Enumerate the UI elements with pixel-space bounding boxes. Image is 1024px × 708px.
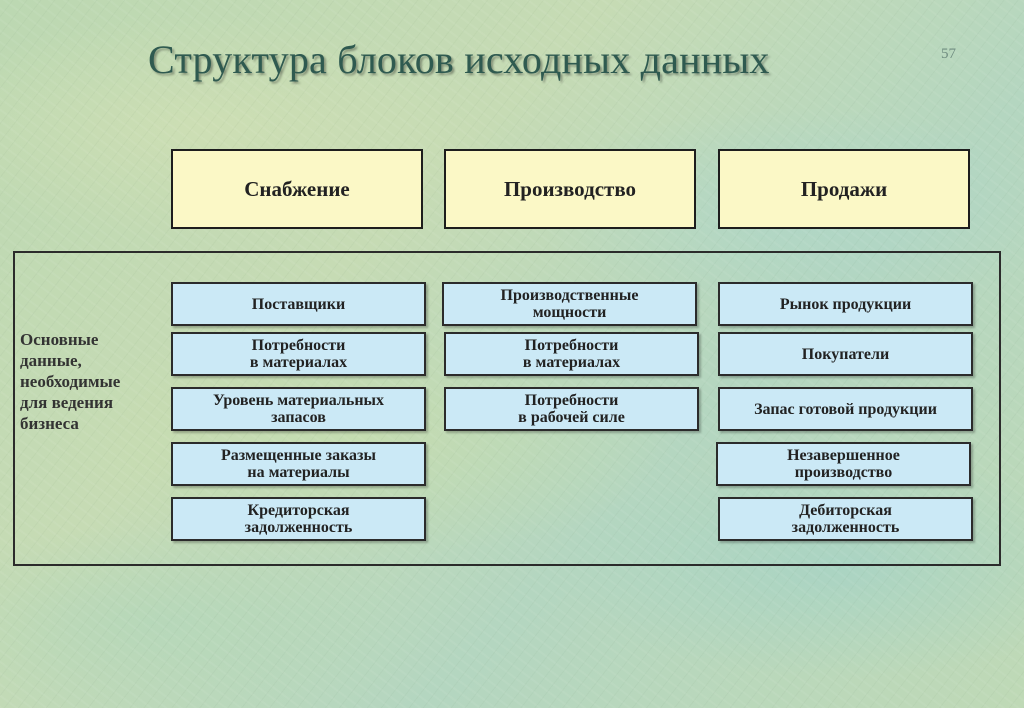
side-label: Основные данные, необходимые для ведения… <box>20 330 121 433</box>
header-sales: Продажи <box>718 149 970 229</box>
production-item-labor-needs: Потребности в рабочей силе <box>444 387 699 431</box>
sales-item-market: Рынок продукции <box>718 282 973 326</box>
sales-item-customers: Покупатели <box>718 332 973 376</box>
sales-item-finished-stock: Запас готовой продукции <box>718 387 973 431</box>
data-frame <box>13 251 1001 566</box>
supply-item-material-needs: Потребности в материалах <box>171 332 426 376</box>
supply-item-suppliers: Поставщики <box>171 282 426 326</box>
supply-item-payables: Кредиторская задолженность <box>171 497 426 541</box>
page-number: 57 <box>941 46 956 62</box>
production-item-material-needs: Потребности в материалах <box>444 332 699 376</box>
sales-item-wip: Незавершенное производство <box>716 442 971 486</box>
header-supply: Снабжение <box>171 149 423 229</box>
production-item-capacity: Производственные мощности <box>442 282 697 326</box>
slide-title: Структура блоков исходных данных <box>148 37 770 82</box>
supply-item-placed-orders: Размещенные заказы на материалы <box>171 442 426 486</box>
sales-item-receivables: Дебиторская задолженность <box>718 497 973 541</box>
supply-item-stock-level: Уровень материальных запасов <box>171 387 426 431</box>
header-production: Производство <box>444 149 696 229</box>
